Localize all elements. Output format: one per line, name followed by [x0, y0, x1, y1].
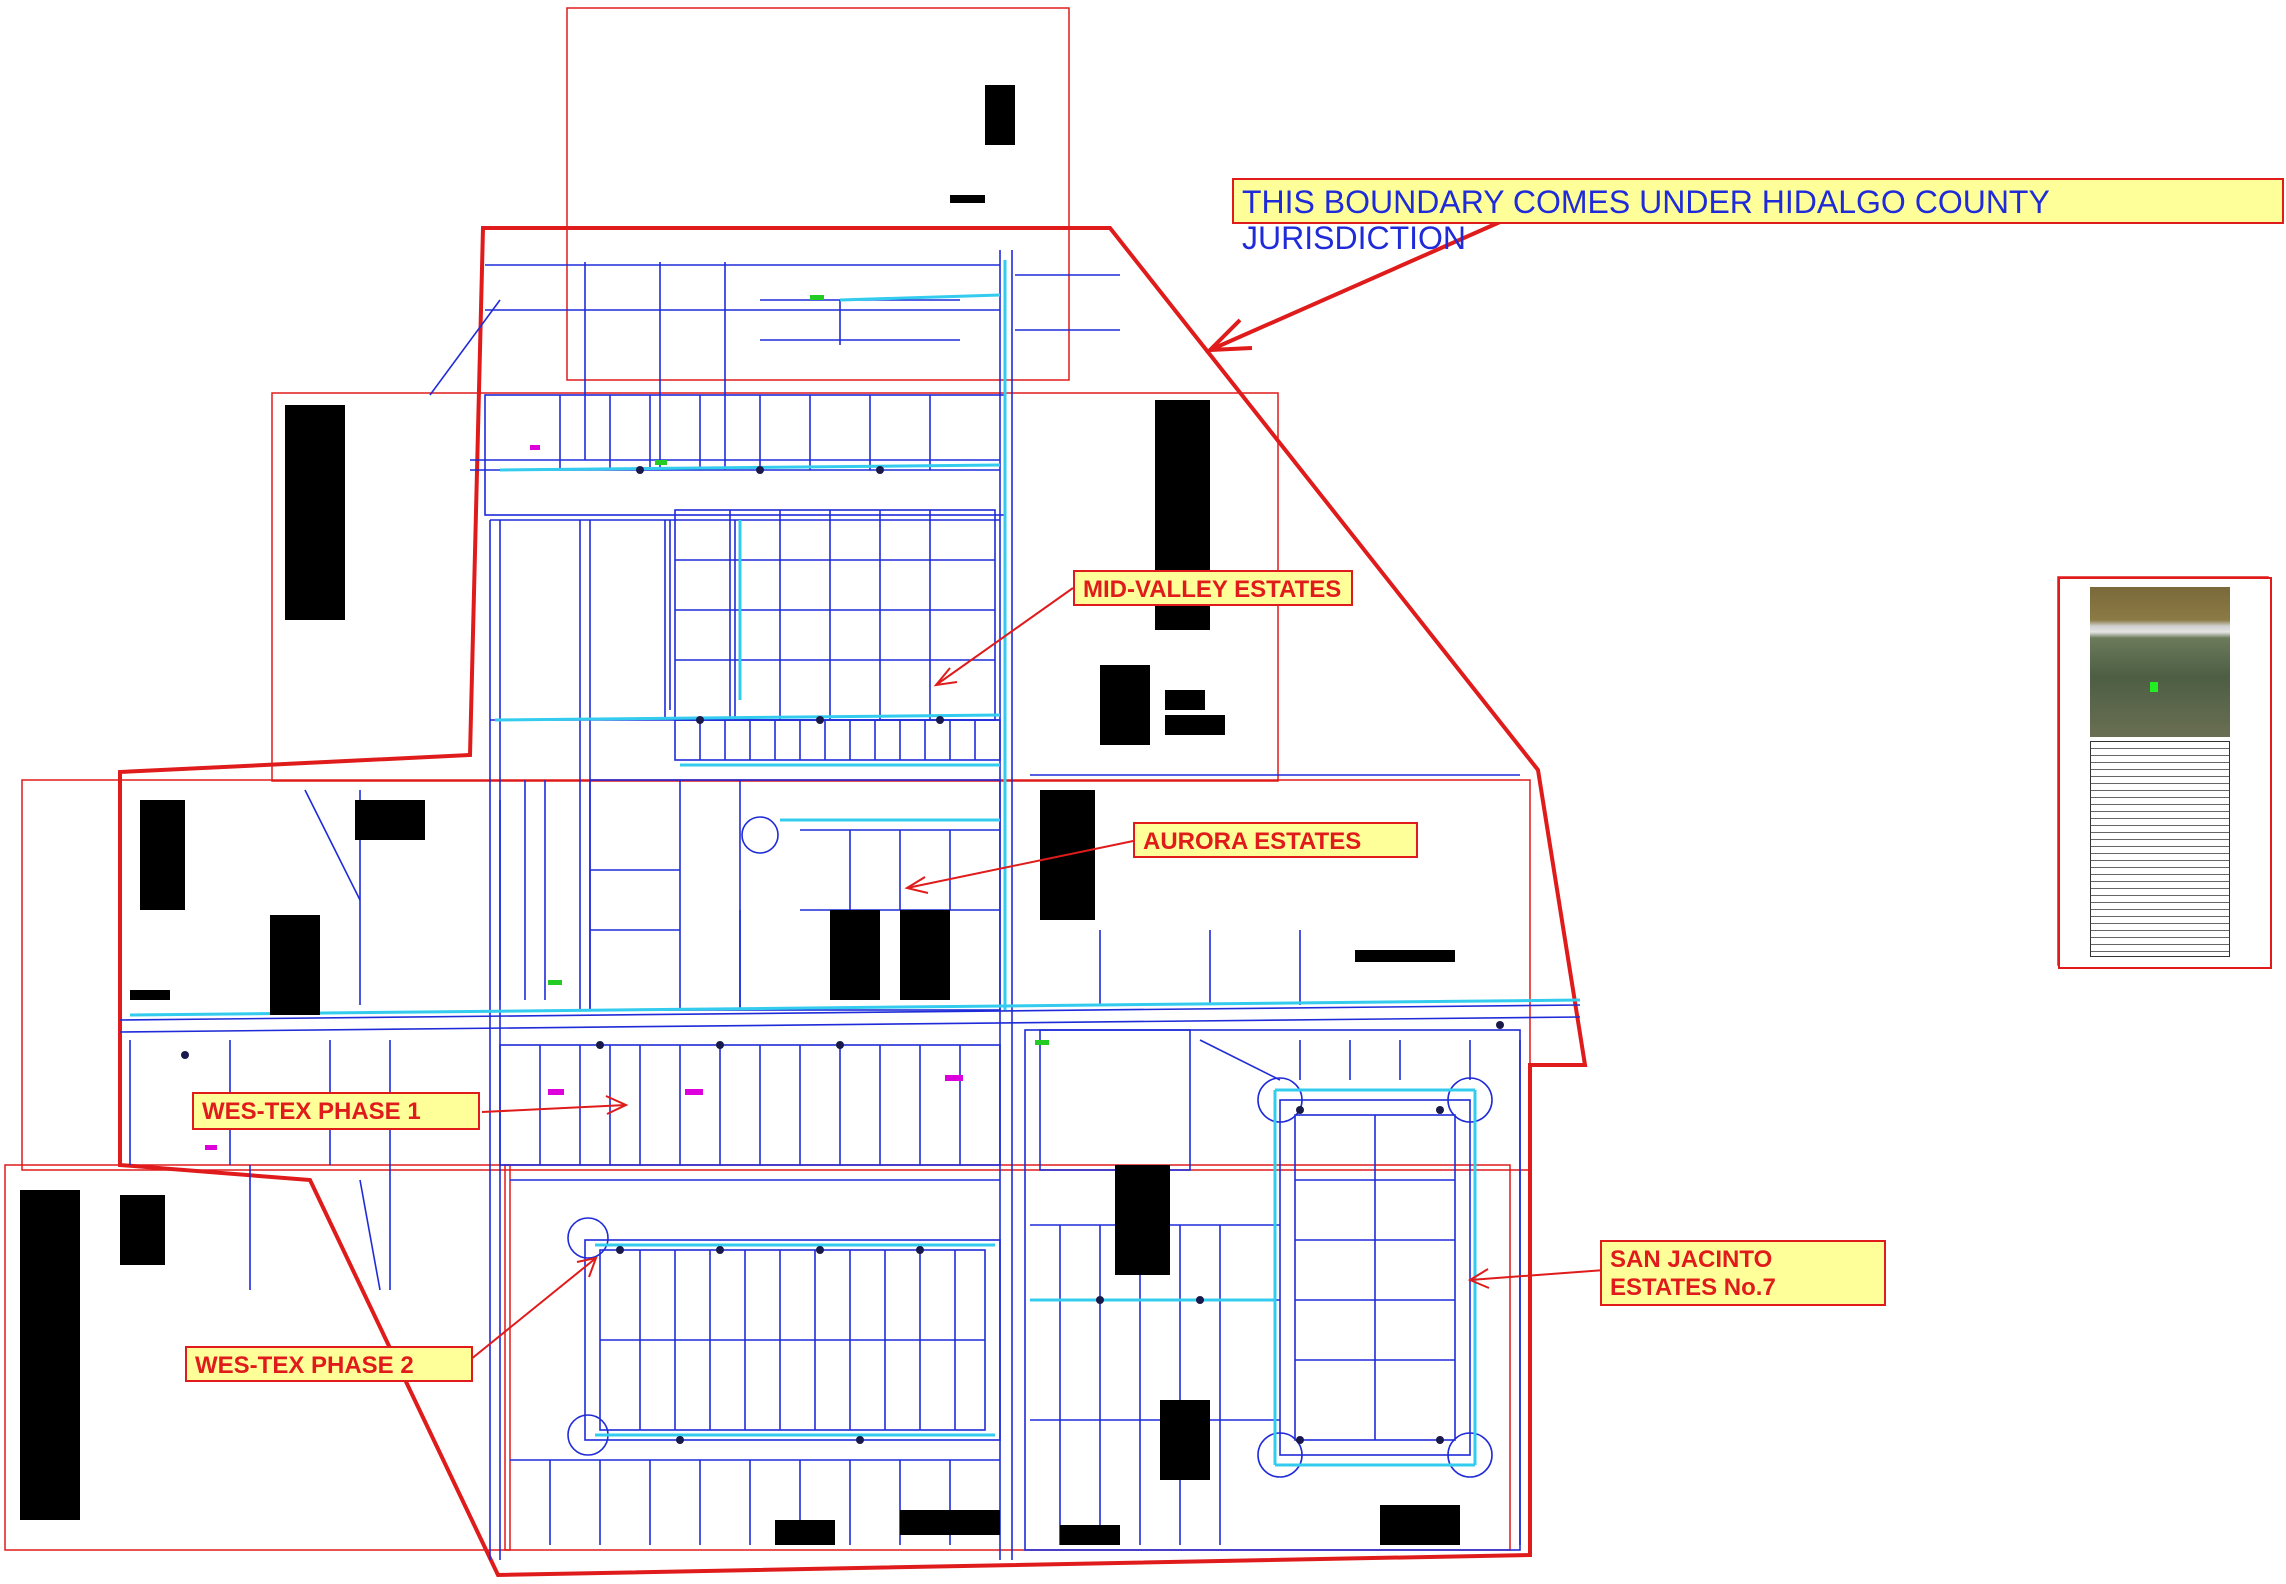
fiber-routes	[129, 260, 1581, 1467]
san-jacinto-estates-callout: SAN JACINTO ESTATES No.7	[1600, 1240, 1886, 1306]
aurora-estates-callout: AURORA ESTATES	[1133, 822, 1418, 858]
fiber-nodes	[181, 466, 1504, 1444]
aerial-photo-thumbnail-icon	[2090, 587, 2230, 737]
hidalgo-arrow	[1204, 220, 1501, 353]
callout-arrows	[469, 587, 1606, 1361]
legend-table	[2090, 741, 2230, 957]
wes-tex-phase-1-callout: WES-TEX PHASE 1	[192, 1092, 480, 1130]
mid-valley-estates-callout: MID-VALLEY ESTATES	[1073, 570, 1353, 606]
marker-labels	[205, 295, 1049, 1150]
hidalgo-jurisdiction-callout: THIS BOUNDARY COMES UNDER HIDALGO COUNTY…	[1232, 178, 2284, 256]
wes-tex-phase-2-callout: WES-TEX PHASE 2	[185, 1346, 473, 1382]
hidalgo-boundary	[118, 226, 1588, 1578]
legend-blocks	[20, 85, 1460, 1545]
parcel-grid	[119, 250, 1581, 1560]
sheet-frames	[4, 7, 2269, 1551]
site-legend-card	[2058, 577, 2272, 969]
